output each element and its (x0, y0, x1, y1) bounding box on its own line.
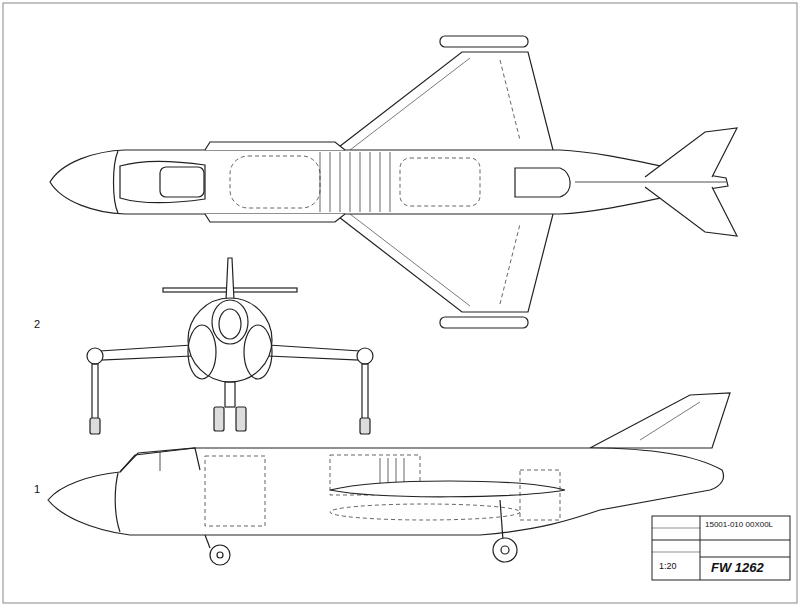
intake (205, 214, 345, 222)
engine-hidden (205, 456, 265, 526)
bay-hidden (520, 470, 560, 520)
outrigger-pod (87, 348, 103, 364)
front-view (87, 258, 373, 434)
drawing-line (360, 152, 361, 212)
tailplane (645, 128, 737, 177)
plan-view (50, 36, 737, 328)
nose-wheel (236, 407, 246, 431)
wing-front (100, 345, 192, 360)
tailplane (645, 187, 737, 236)
drawing-line (380, 152, 381, 212)
intake-front (244, 325, 272, 379)
engine-hidden (400, 158, 480, 206)
title-rule (652, 528, 700, 529)
drawing-number: 15001-010 00X00L (704, 521, 774, 530)
wing-tip-pod (440, 317, 528, 328)
canopy-frame (160, 452, 161, 471)
hatching (320, 152, 390, 212)
outrigger-pod (330, 504, 520, 520)
title-frame (652, 516, 790, 580)
outrigger-pod (357, 348, 373, 364)
drawing-line (340, 152, 341, 212)
hub (217, 552, 223, 558)
fuselage-front (188, 298, 272, 382)
fin-line (640, 402, 700, 440)
canopy-frame (160, 167, 204, 197)
main-leg (500, 500, 503, 540)
side-view (48, 393, 730, 565)
nose-joint (114, 151, 119, 213)
nose-wheel (214, 407, 224, 431)
wing-front (268, 345, 360, 360)
nose-joint (115, 473, 120, 532)
drawing-line (350, 152, 351, 212)
fuselage-side (48, 448, 724, 535)
outrigger-leg (92, 364, 98, 419)
drawing-line (320, 152, 321, 212)
windscreen (219, 309, 241, 339)
sheet-marker: 1 (33, 483, 41, 495)
title-rule (652, 540, 790, 541)
drawing-line (330, 152, 331, 212)
nose-leg (225, 382, 235, 407)
drawing-title: FW 1262 (710, 561, 765, 575)
scale-text: 1:20 (658, 562, 678, 572)
hub (501, 546, 509, 554)
wing-upper (335, 52, 553, 150)
flap-line (500, 60, 520, 140)
fin-side (590, 393, 730, 448)
nose-leg (205, 535, 210, 548)
canopy-front (212, 300, 248, 344)
sheet-marker: 2 (33, 318, 41, 330)
wing-lower (335, 214, 553, 312)
rear-hatch (515, 168, 570, 197)
main-wheel (493, 538, 517, 562)
canopy (120, 161, 205, 202)
title-rule (652, 552, 700, 553)
wing-line (350, 58, 470, 150)
wing-line (350, 214, 470, 306)
flap-line (500, 224, 520, 304)
nose-wheel (210, 545, 230, 565)
title-rule (700, 557, 790, 558)
centre-line (575, 182, 726, 183)
intake (205, 142, 345, 150)
title-block (652, 516, 790, 580)
canopy-side (120, 448, 200, 472)
outrigger-wheel (90, 418, 100, 434)
fuselage-plan (50, 150, 728, 214)
wing-tip-pod (440, 36, 528, 47)
engine-hidden (230, 156, 320, 208)
outrigger-wheel (360, 418, 370, 434)
outrigger-leg (362, 364, 368, 419)
wing-profile (330, 481, 565, 497)
sheet-border (3, 3, 797, 603)
intake-front (188, 325, 216, 379)
drawing-line (370, 152, 371, 212)
drawing-line (390, 152, 391, 212)
fin-front (226, 258, 234, 300)
title-rule (700, 516, 701, 580)
